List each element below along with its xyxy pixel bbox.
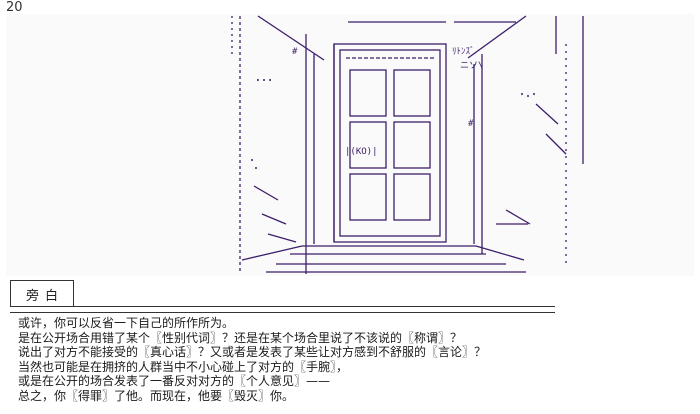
door-panels [346,57,434,221]
narration-text: 或许，你可以反省一下自己的所作所为。 是在公开场合用错了某个〖性别代词〗？还是在… [18,316,578,403]
ceiling-lines [257,15,527,61]
narration-line: 或许，你可以反省一下自己的所作所为。 [18,316,235,330]
right-wall-details [473,54,567,254]
speaker-tab: 旁白 [10,280,74,307]
art-label-katakana-1: ﾘﾄﾝｽﾞ [452,46,475,57]
art-label-katakana-2: ニソ\ [460,61,483,71]
art-mark-1: # [292,47,298,57]
narration-line: 说出了对方不能接受的〖真心话〗？又或者是发表了某些让对方感到不舒服的〖言论〗？ [18,345,487,359]
art-label-face: |(KO)| [345,147,378,157]
floor-lines [241,245,526,273]
ascii-art-drawing: ﾘﾄﾝｽﾞ ニソ\ |(KO)| # # [231,15,584,274]
narration-line: 总之，你〖得罪〗了他。而现在，他要〖毁灭〗你。 [18,388,295,403]
door-frame [333,43,447,243]
narration-line: 是在公开场合用错了某个〖性别代词〗？还是在某个场合里说了不该说的〖称谓〗？ [18,330,463,345]
ascii-art-illustration: ﾘﾄﾝｽﾞ ニソ\ |(KO)| # # [6,14,694,276]
narration-line: 或是在公开的场合发表了一番反对对方的〖个人意见〗—— [18,374,331,388]
page-number: 20 [6,0,23,15]
texture-dots [251,79,535,169]
speaker-name: 旁白 [25,289,64,304]
dialog-rule-top [10,306,555,307]
narration-line: 当然也可能是在拥挤的人群当中不小心碰上了对方的〖手腕〗， [18,359,349,374]
left-border [231,16,241,272]
dialog-rule-inner [10,312,555,313]
left-wall-details [253,34,315,274]
art-mark-2: # [468,119,474,129]
right-border [555,16,584,264]
